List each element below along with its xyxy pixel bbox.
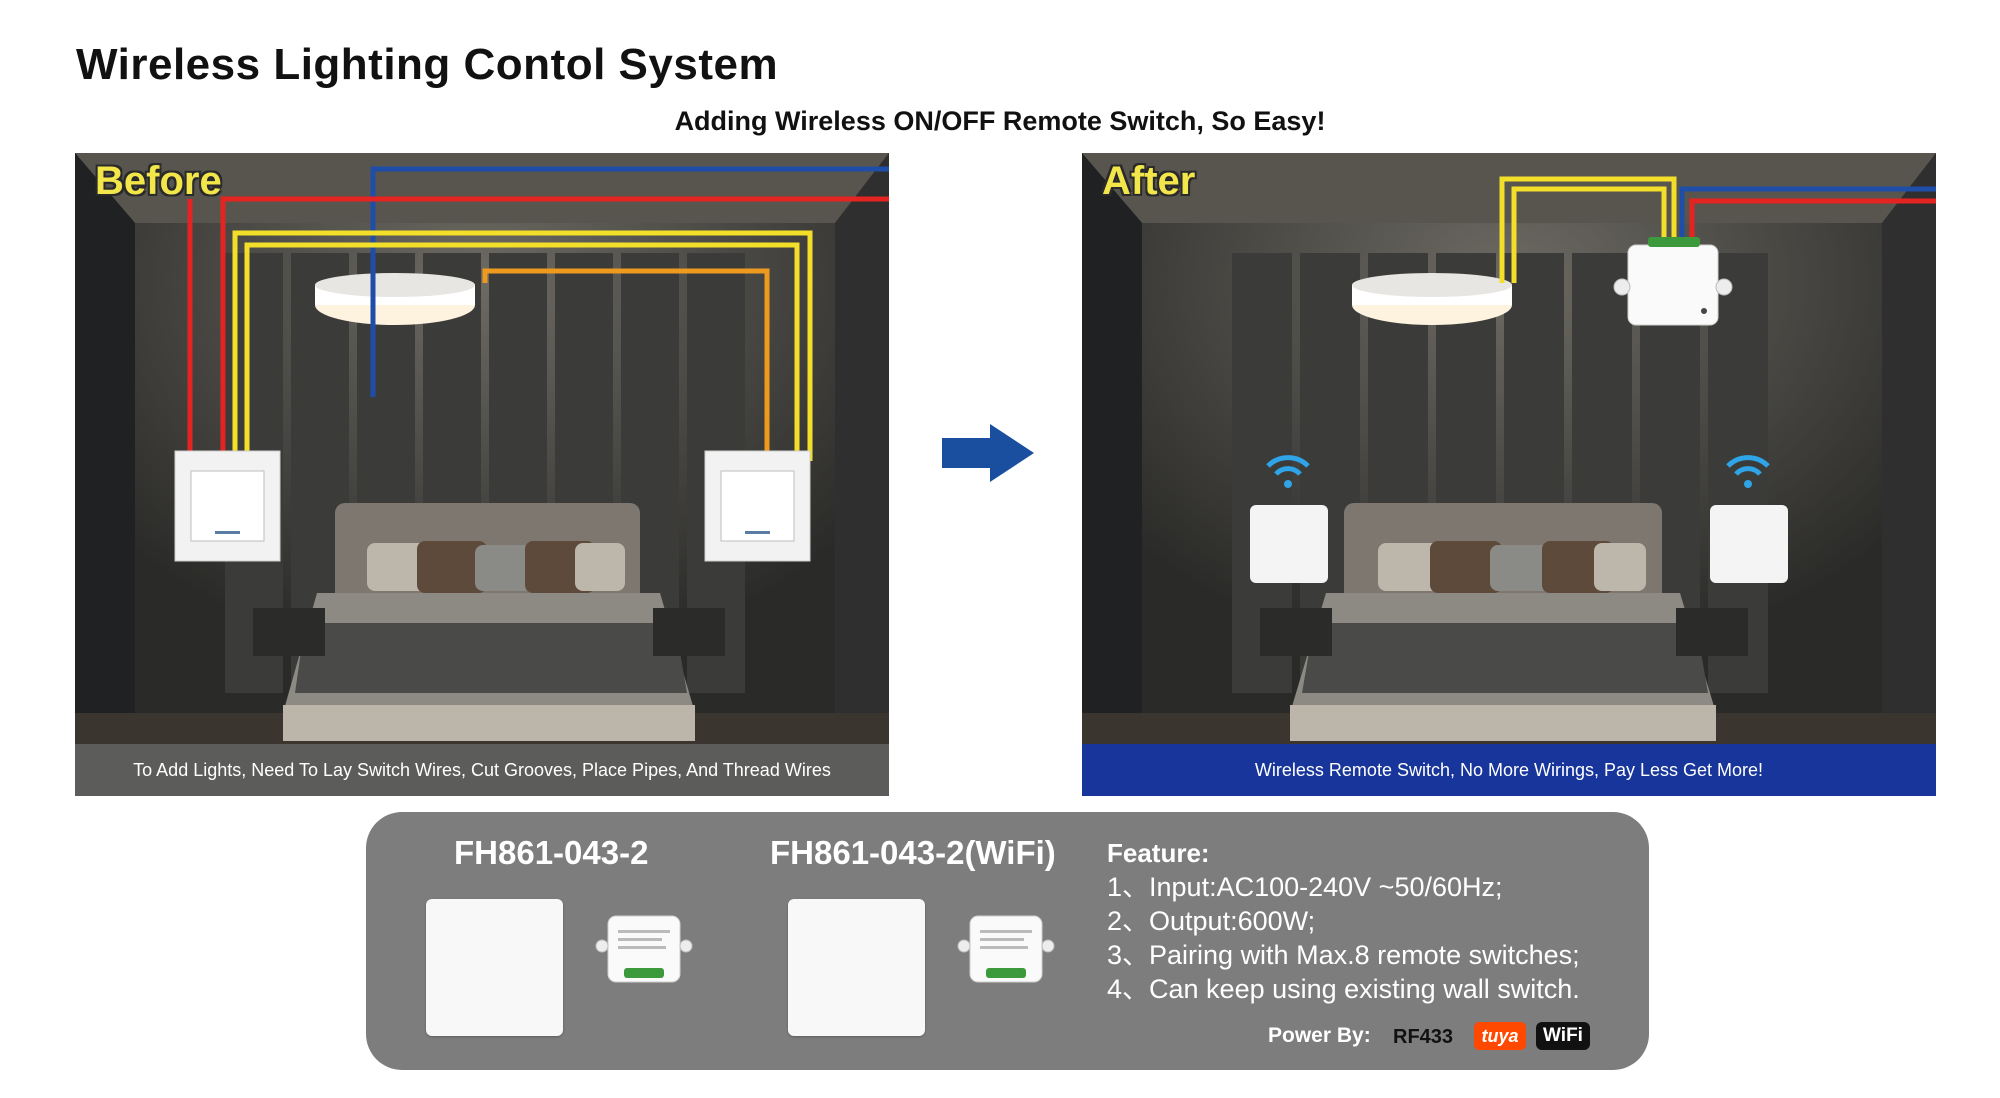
receiver-module-icon [1613, 237, 1733, 326]
before-bedroom-illustration [75, 153, 889, 796]
before-panel: Before To Add Lights, Need To Lay Switch… [75, 153, 889, 796]
page-subtitle: Adding Wireless ON/OFF Remote Switch, So… [674, 106, 1326, 136]
before-tag: Before [95, 159, 222, 203]
wifi-logo: WiFi [1536, 1022, 1590, 1050]
feature-title: Feature: [1107, 838, 1210, 868]
after-panel: After Wireless Remote Switch, No More Wi… [1082, 153, 1936, 796]
arrow-right-icon [942, 424, 1034, 482]
remote-switch-image-wifi [788, 899, 925, 1036]
ceiling-lamp-icon [1352, 273, 1512, 325]
wifi-icon [1266, 455, 1310, 488]
after-bedroom-illustration [1082, 153, 1936, 796]
receiver-module-icon [957, 915, 1055, 983]
receiver-module-icon [595, 915, 693, 983]
model-name: FH861-043-2 [454, 834, 649, 871]
before-caption: To Add Lights, Need To Lay Switch Wires,… [75, 744, 889, 796]
feature-item: 3、Pairing with Max.8 remote switches; [1107, 940, 1580, 970]
wall-switch-right [704, 450, 811, 562]
model-name-wifi: FH861-043-2(WiFi) [770, 834, 1056, 871]
rf433-badge: RF433 [1393, 1026, 1454, 1048]
after-tag: After [1102, 159, 1196, 203]
after-caption: Wireless Remote Switch, No More Wirings,… [1082, 744, 1936, 796]
ceiling-lamp-icon [315, 273, 475, 325]
feature-item: 4、Can keep using existing wall switch. [1107, 974, 1580, 1004]
wall-switch-left [174, 450, 281, 562]
product-spec-card: FH861-043-2 FH861-043-2(WiFi) Feature: 1… [366, 812, 1649, 1070]
wifi-icon [1726, 455, 1770, 488]
tuya-logo: tuya [1474, 1022, 1526, 1050]
feature-item: 2、Output:600W; [1107, 906, 1316, 936]
power-by-label: Power By: [1268, 1024, 1371, 1047]
page-title: Wireless Lighting Contol System [76, 40, 779, 89]
feature-item: 1、Input:AC100-240V ~50/60Hz; [1107, 872, 1503, 902]
remote-switch-image [426, 899, 563, 1036]
feature-list: 1、Input:AC100-240V ~50/60Hz; 2、Output:60… [1107, 870, 1580, 1006]
